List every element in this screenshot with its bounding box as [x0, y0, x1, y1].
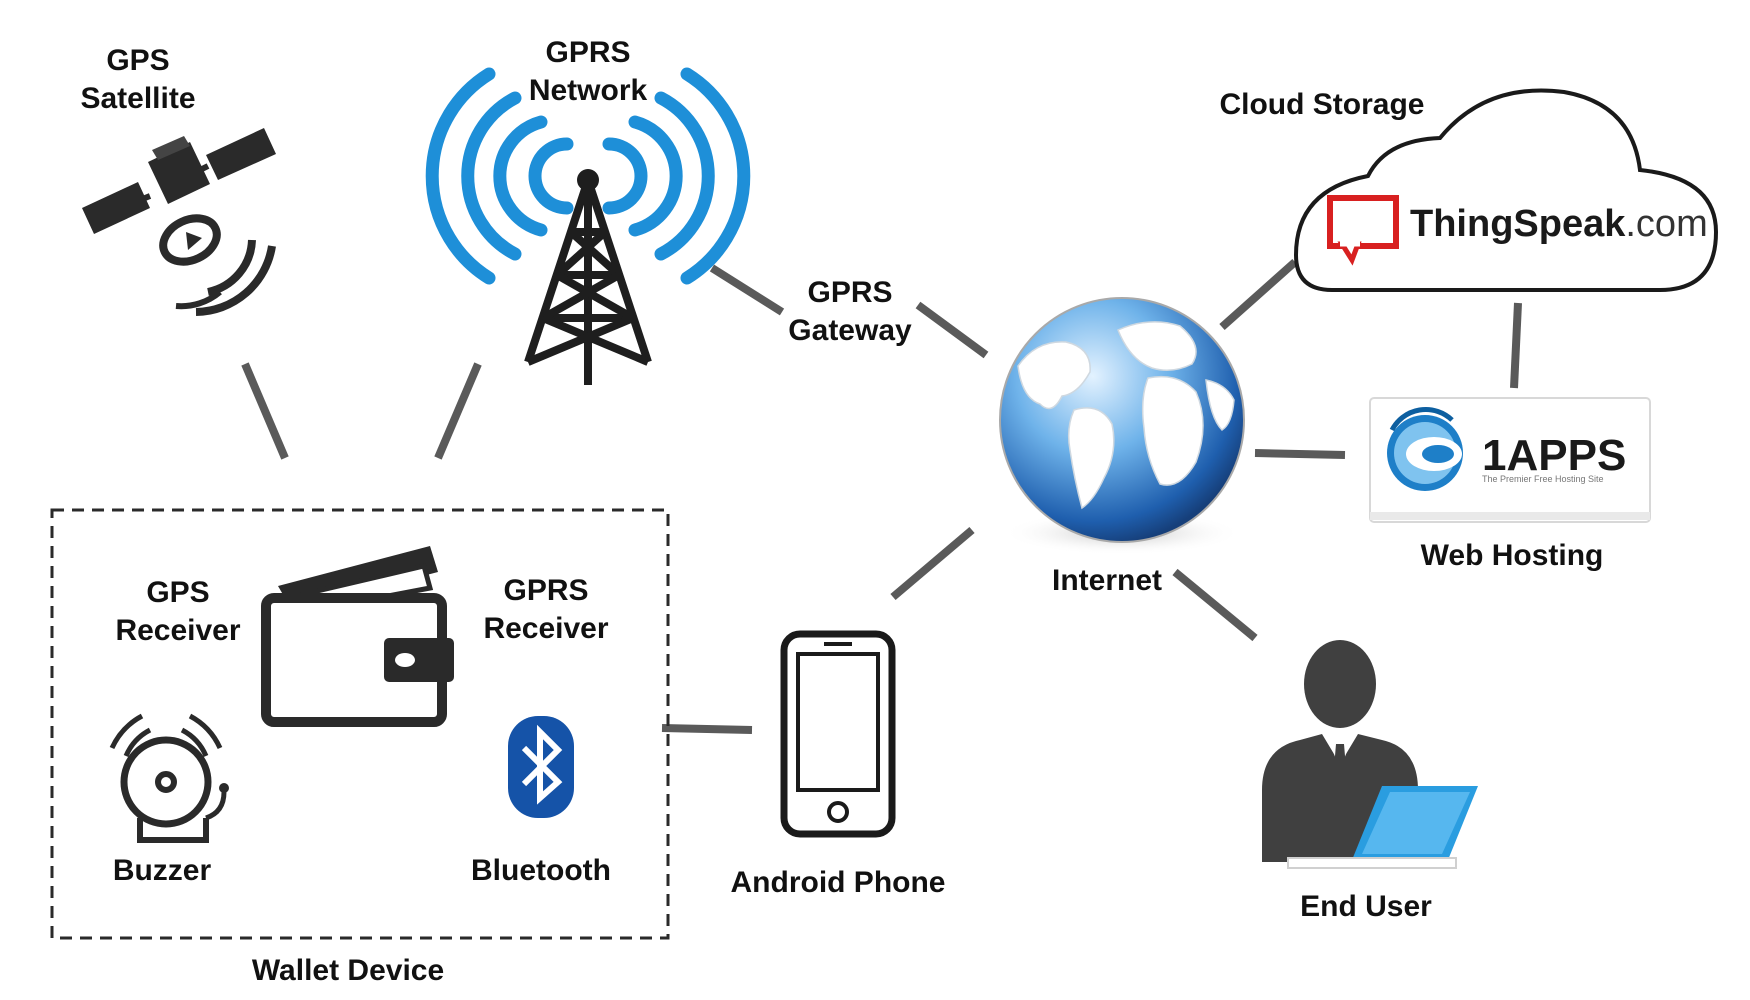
- gps-satellite-label-line2: Satellite: [80, 82, 195, 115]
- smartphone-icon: [780, 630, 896, 838]
- gprs-receiver-label-line1: GPRS: [503, 574, 588, 607]
- connectors: [241, 259, 1522, 734]
- gprs-network-label-line1: GPRS: [545, 36, 630, 69]
- gps-satellite-label-line1: GPS: [106, 44, 169, 77]
- gprs-receiver-label-line2: Receiver: [483, 612, 608, 645]
- connector-internet-enduser: [1172, 568, 1258, 642]
- connector-internet-webhosting: [1254, 449, 1346, 459]
- thingspeak-logo-icon: [1327, 195, 1399, 266]
- cloud-storage-label: Cloud Storage: [1219, 88, 1424, 121]
- gps-receiver-label-line1: GPS: [146, 576, 209, 609]
- wallet-icon: [261, 546, 454, 727]
- wallet-device-label: Wallet Device: [252, 954, 444, 987]
- web-hosting-logo: 1APPS The Premier Free Hosting Site: [1369, 397, 1651, 523]
- gprs-gateway-label-line1: GPRS: [807, 276, 892, 309]
- gprs-gateway-label-line2: Gateway: [788, 314, 912, 347]
- wallet-device-boundary: [50, 508, 670, 940]
- cloud-icon: ThingSpeak.com: [1293, 88, 1719, 292]
- internet-label: Internet: [1052, 564, 1162, 597]
- bluetooth-icon: [508, 716, 574, 818]
- cell-tower-icon: [425, 67, 751, 385]
- connector-internet-cloud: [1219, 259, 1298, 330]
- oneapps-tagline: The Premier Free Hosting Site: [1482, 474, 1604, 484]
- satellite-icon: [82, 128, 276, 316]
- buzzer-icon: [109, 713, 229, 843]
- oneapps-logo-text: 1APPS: [1482, 431, 1626, 480]
- bluetooth-label: Bluetooth: [471, 854, 611, 887]
- connector-cloud-webhosting: [1510, 302, 1522, 389]
- connector-satellite-wallet: [241, 362, 289, 460]
- gps-receiver-label-line2: Receiver: [115, 614, 240, 647]
- web-hosting-label: Web Hosting: [1421, 539, 1604, 572]
- android-phone-label: Android Phone: [731, 866, 946, 899]
- connector-tower-wallet: [434, 362, 482, 460]
- connector-gateway-internet: [915, 301, 989, 359]
- thingspeak-logo-text: ThingSpeak.com: [1410, 203, 1708, 245]
- buzzer-label: Buzzer: [113, 854, 212, 887]
- end-user-icon: [1262, 640, 1478, 869]
- connector-tower-gateway: [709, 264, 785, 316]
- connector-wallet-phone: [661, 724, 753, 734]
- globe-icon: [999, 297, 1245, 555]
- oneapps-swirl-icon: [1387, 406, 1463, 491]
- end-user-label: End User: [1300, 890, 1432, 923]
- connector-internet-phone: [890, 526, 975, 601]
- gprs-network-label-line2: Network: [529, 74, 648, 107]
